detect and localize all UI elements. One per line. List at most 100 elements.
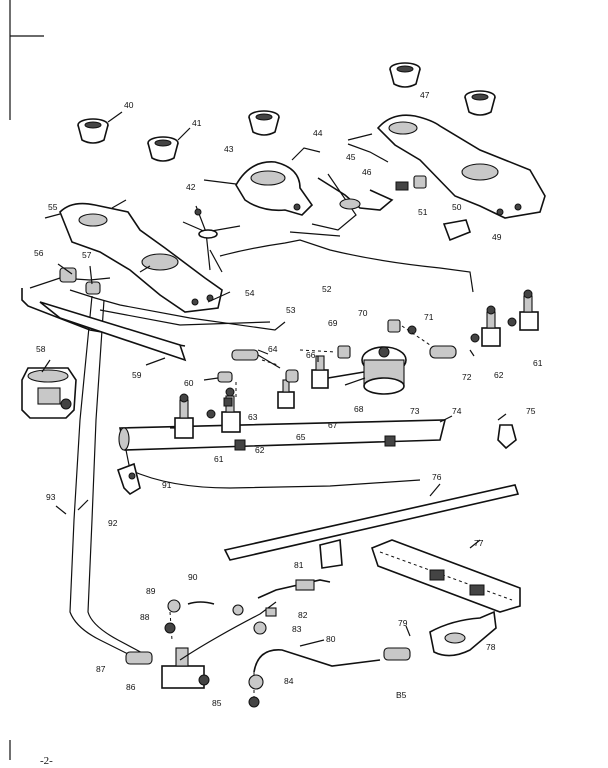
callout-64: 64 bbox=[268, 344, 278, 354]
burner-cap-43 bbox=[248, 110, 280, 136]
oven-valve-86 bbox=[161, 647, 210, 689]
callout-labels: 40 41 42 43 44 45 46 47 49 50 51 52 53 5… bbox=[34, 90, 543, 708]
fitting-84 bbox=[248, 674, 264, 690]
callout-88: 88 bbox=[140, 612, 150, 622]
fitting-85 bbox=[248, 696, 260, 708]
manifold-pipe-59 bbox=[39, 301, 187, 362]
section-label: B5 bbox=[396, 690, 407, 700]
burner-valve-61-right bbox=[507, 289, 539, 331]
callout-47: 47 bbox=[420, 90, 430, 100]
callout-44: 44 bbox=[313, 128, 323, 138]
callout-84: 84 bbox=[284, 676, 294, 686]
callout-50: 50 bbox=[452, 202, 462, 212]
callout-91: 91 bbox=[162, 480, 172, 490]
callout-71: 71 bbox=[424, 312, 434, 322]
page-number: -2- bbox=[40, 755, 53, 767]
callout-85: 85 bbox=[212, 698, 222, 708]
callout-67: 67 bbox=[328, 420, 338, 430]
oven-burner-bracket-78 bbox=[429, 610, 497, 657]
callout-62-lower: 62 bbox=[255, 445, 265, 455]
fitting-69 bbox=[337, 345, 351, 359]
callout-40: 40 bbox=[124, 100, 134, 110]
gas-tubes-56-57 bbox=[21, 267, 286, 347]
callout-68: 68 bbox=[354, 404, 364, 414]
callout-59: 59 bbox=[132, 370, 142, 380]
burner-assembly-46 bbox=[289, 173, 394, 237]
fitting-83 bbox=[253, 621, 267, 635]
fitting-63 bbox=[223, 397, 233, 407]
callout-72: 72 bbox=[462, 372, 472, 382]
callout-62-right: 62 bbox=[494, 370, 504, 380]
callout-54: 54 bbox=[245, 288, 255, 298]
burner-cap-top-right bbox=[389, 62, 421, 88]
callout-90: 90 bbox=[188, 572, 198, 582]
leader-arrows bbox=[41, 263, 507, 647]
callout-49: 49 bbox=[492, 232, 502, 242]
burner-rail-76 bbox=[223, 484, 520, 569]
burner-assembly-54 bbox=[44, 199, 223, 313]
thermocouple-81 bbox=[179, 579, 331, 661]
connector-68 bbox=[344, 377, 366, 386]
burner-spider-42 bbox=[182, 205, 241, 273]
page-edge-marks bbox=[9, 0, 44, 760]
callout-51: 51 bbox=[418, 207, 428, 217]
tube-53 bbox=[99, 309, 271, 326]
callout-93: 93 bbox=[46, 492, 56, 502]
callout-92: 92 bbox=[108, 518, 118, 528]
callout-77: 77 bbox=[474, 538, 484, 548]
callout-61-lower: 61 bbox=[214, 454, 224, 464]
thermostat-73 bbox=[361, 346, 407, 395]
callout-53: 53 bbox=[286, 305, 296, 315]
fitting-90 bbox=[187, 601, 244, 616]
bracket-91 bbox=[116, 462, 141, 496]
fitting-87 bbox=[125, 651, 153, 665]
callout-81: 81 bbox=[294, 560, 304, 570]
callout-43: 43 bbox=[224, 144, 234, 154]
burner-valve-61-left bbox=[170, 393, 194, 439]
burner-cap-40 bbox=[77, 111, 123, 144]
callout-87: 87 bbox=[96, 664, 106, 674]
callout-89: 89 bbox=[146, 586, 156, 596]
manifold-74 bbox=[118, 419, 447, 489]
callout-58: 58 bbox=[36, 344, 46, 354]
pressure-regulator-58 bbox=[21, 367, 77, 419]
callout-78: 78 bbox=[486, 642, 496, 652]
bracket-75 bbox=[497, 424, 517, 450]
callout-45: 45 bbox=[346, 152, 356, 162]
screw-51 bbox=[395, 181, 409, 191]
callout-52: 52 bbox=[322, 284, 332, 294]
callout-55: 55 bbox=[48, 202, 58, 212]
oven-burner-77 bbox=[371, 539, 521, 613]
fitting-88 bbox=[164, 622, 176, 634]
callout-60: 60 bbox=[184, 378, 194, 388]
callout-82: 82 bbox=[298, 610, 308, 620]
fitting-70 bbox=[387, 319, 401, 333]
fitting-60 bbox=[217, 371, 233, 383]
fitting-64 bbox=[231, 349, 281, 369]
callout-79: 79 bbox=[398, 618, 408, 628]
fitting-72 bbox=[429, 345, 457, 359]
callout-80: 80 bbox=[326, 634, 336, 644]
fitting-50 bbox=[413, 175, 427, 189]
burner-assembly-47 bbox=[347, 114, 546, 219]
callout-66: 66 bbox=[306, 350, 316, 360]
pilot-tube-52 bbox=[219, 239, 474, 293]
callout-41: 41 bbox=[192, 118, 202, 128]
burner-cap-41 bbox=[147, 127, 191, 162]
callout-46: 46 bbox=[362, 167, 372, 177]
clip-49 bbox=[442, 219, 471, 242]
gas-lines-92-93 bbox=[69, 295, 149, 661]
callout-65: 65 bbox=[296, 432, 306, 442]
gas-valve-65 bbox=[277, 379, 295, 409]
callout-73: 73 bbox=[410, 406, 420, 416]
fitting-66 bbox=[285, 369, 299, 383]
burner-valve-62-right bbox=[470, 305, 501, 347]
callout-83: 83 bbox=[292, 624, 302, 634]
fitting-82 bbox=[265, 607, 277, 617]
callout-61-right: 61 bbox=[533, 358, 543, 368]
fitting-89 bbox=[167, 599, 181, 613]
oven-tube-80 bbox=[253, 647, 411, 673]
callout-69: 69 bbox=[328, 318, 338, 328]
